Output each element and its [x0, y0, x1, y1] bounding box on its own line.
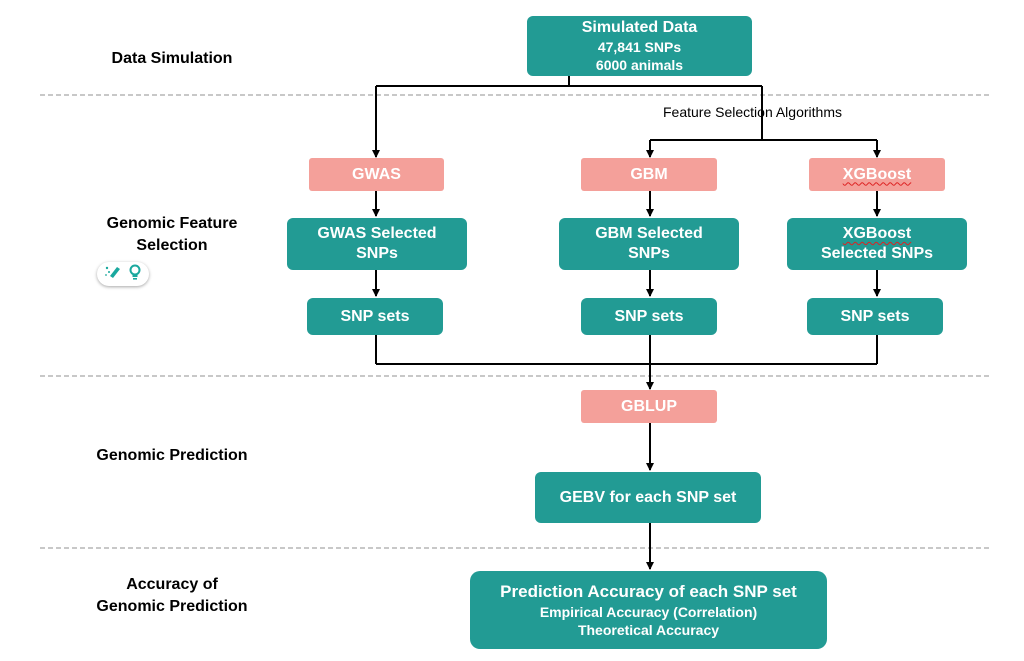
gbm-method-label: GBM	[630, 165, 668, 183]
theoretical-accuracy-label: Theoretical Accuracy	[577, 622, 720, 638]
stage-genomic-prediction: Genomic Prediction	[62, 445, 282, 467]
xgboost-snp-sets-box: SNP sets	[807, 298, 943, 335]
stage-accuracy-line1: Accuracy of	[126, 576, 218, 593]
feature-selection-algorithms-label: Feature Selection Algorithms	[663, 104, 842, 120]
gbm-selected-line2: SNPs	[628, 245, 670, 262]
gbm-selected-line1: GBM Selected	[595, 225, 703, 242]
prediction-accuracy-title: Prediction Accuracy of each SNP set	[500, 582, 797, 601]
gblup-label: GBLUP	[621, 397, 677, 415]
gwas-snp-sets-box: SNP sets	[307, 298, 443, 335]
stage-feature-selection-line2: Selection	[136, 237, 208, 254]
sparkle-pen-icon[interactable]	[104, 264, 122, 285]
stage-data-simulation-label: Data Simulation	[111, 50, 233, 67]
gebv-box: GEBV for each SNP set	[535, 472, 761, 523]
simulated-data-title: Simulated Data	[581, 19, 698, 36]
stage-feature-selection-line1: Genomic Feature	[106, 215, 238, 232]
gbm-snp-sets-box: SNP sets	[581, 298, 717, 335]
xgboost-selected-box: XGBoost Selected SNPs	[787, 218, 967, 270]
xgboost-selected-line2: Selected SNPs	[820, 245, 934, 262]
stage-accuracy-line2: Genomic Prediction	[96, 598, 248, 615]
xgboost-selected-line1: XGBoost	[842, 225, 912, 242]
stage-feature-selection: Genomic Feature Selection	[72, 213, 272, 257]
stage-genomic-prediction-label: Genomic Prediction	[96, 447, 248, 464]
empirical-accuracy-label: Empirical Accuracy (Correlation)	[539, 604, 758, 620]
xgboost-snp-sets-label: SNP sets	[840, 307, 910, 325]
prediction-accuracy-box: Prediction Accuracy of each SNP set Empi…	[470, 571, 827, 649]
gwas-snp-sets-label: SNP sets	[340, 307, 410, 325]
xgboost-method-label: XGBoost	[842, 165, 912, 183]
lightbulb-icon[interactable]	[128, 264, 142, 285]
gwas-method-box: GWAS	[309, 158, 444, 191]
simulated-data-box: Simulated Data 47,841 SNPs 6000 animals	[527, 16, 752, 76]
xgboost-method-box: XGBoost	[809, 158, 945, 191]
gblup-box: GBLUP	[581, 390, 717, 423]
gbm-selected-box: GBM Selected SNPs	[559, 218, 739, 270]
stage-accuracy: Accuracy of Genomic Prediction	[62, 574, 282, 618]
assist-badge[interactable]	[97, 262, 149, 286]
gbm-snp-sets-label: SNP sets	[614, 307, 684, 325]
gwas-selected-line1: GWAS Selected	[317, 225, 437, 242]
stage-data-simulation: Data Simulation	[82, 48, 262, 70]
gwas-method-label: GWAS	[352, 165, 401, 183]
simulated-data-animals: 6000 animals	[595, 57, 684, 73]
gwas-selected-line2: SNPs	[356, 245, 398, 262]
simulated-data-snps: 47,841 SNPs	[597, 39, 682, 55]
gbm-method-box: GBM	[581, 158, 717, 191]
gebv-label: GEBV for each SNP set	[559, 488, 737, 506]
gwas-selected-box: GWAS Selected SNPs	[287, 218, 467, 270]
